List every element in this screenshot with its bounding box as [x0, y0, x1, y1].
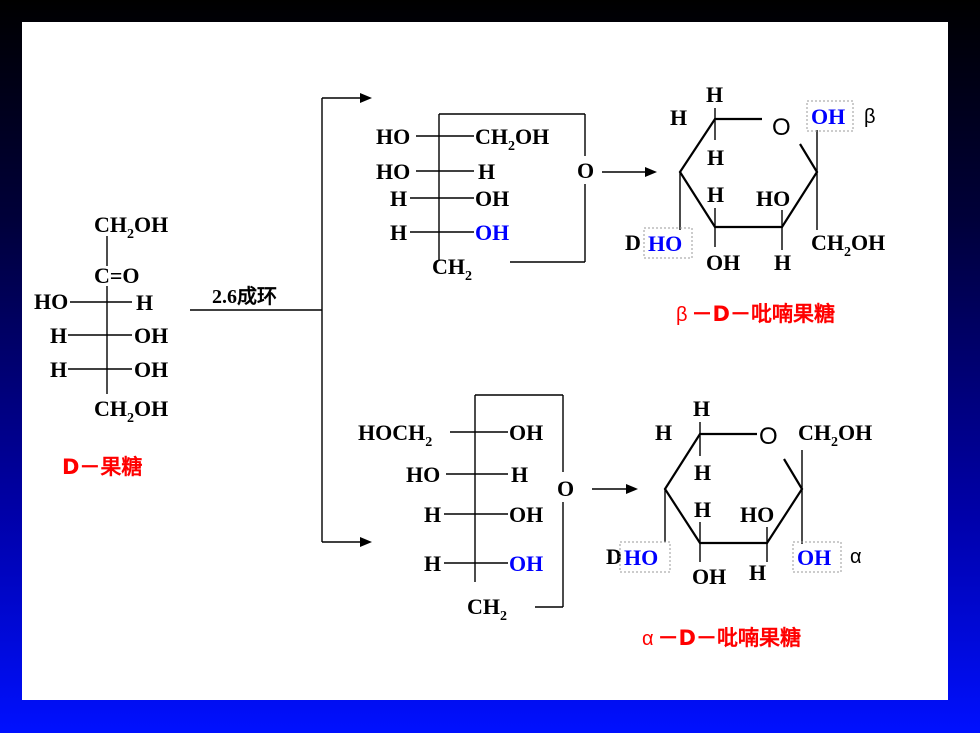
arrow-head — [645, 167, 657, 177]
alpha-h-left: H — [655, 420, 672, 445]
beta-fischer-c2-right: CH2OH — [475, 124, 549, 154]
fructose-c4-right: OH — [134, 323, 168, 348]
alpha-c3-h: H — [749, 560, 766, 585]
fructose-c5-left: H — [50, 357, 67, 382]
beta-fischer-c4-right: OH — [475, 186, 509, 211]
beta-fischer-c5-right: OH — [475, 220, 509, 245]
arrow-head — [626, 484, 638, 494]
beta-fischer-c2-left: HO — [376, 124, 410, 149]
beta-fischer-c3-right: H — [478, 159, 495, 184]
alpha-fischer-bottom: CH2 — [467, 594, 507, 624]
pyranose-ring — [678, 117, 819, 229]
beta-h-top: H — [706, 82, 723, 107]
beta-ch2oh: CH2OH — [811, 230, 885, 260]
alpha-fischer-ring-oxygen: O — [557, 476, 574, 501]
beta-ring-oxygen: O — [772, 114, 791, 141]
alpha-fischer-c3-right: H — [511, 462, 528, 487]
alpha-symbol: α — [850, 546, 862, 568]
alpha-c3-ho: HO — [740, 502, 774, 527]
alpha-caption: α－D－吡喃果糖 — [642, 626, 801, 650]
beta-d-label: D — [625, 230, 641, 255]
beta-fischer-c4-left: H — [390, 186, 407, 211]
arrow-head — [360, 93, 372, 103]
beta-h-left: H — [670, 105, 687, 130]
alpha-ring-oxygen: O — [759, 423, 778, 450]
alpha-fischer-c2-left: HOCH2 — [358, 420, 432, 450]
beta-anomeric-oh: OH — [811, 104, 845, 129]
beta-c5-ho: HO — [648, 231, 682, 256]
fructose-c3-right: H — [136, 290, 153, 315]
pyranose-ring — [663, 432, 804, 545]
arrow-head — [360, 537, 372, 547]
alpha-fischer-c4-left: H — [424, 502, 441, 527]
beta-c4-h: H — [707, 182, 724, 207]
d-fructose-fischer: CH2OH C=O HO H H OH H OH CH2OH D－果糖 — [34, 212, 168, 479]
alpha-c5-ho: HO — [624, 545, 658, 570]
beta-fischer-ring-oxygen: O — [577, 158, 594, 183]
alpha-c5-highlight — [619, 541, 671, 573]
beta-fischer-bottom: CH2 — [432, 254, 472, 284]
alpha-anomeric-oh: OH — [797, 545, 831, 570]
beta-c5-highlight — [643, 227, 693, 259]
slide-canvas: CH2OH C=O HO H H OH H OH CH2OH D－果糖 2.6成… — [22, 22, 948, 700]
alpha-fischer-projection: HOCH2 OH HO H H OH H OH CH2 O — [358, 394, 638, 624]
beta-haworth-ring: O H H H OH β D HO H OH HO H CH2OH β－D－吡喃… — [625, 82, 885, 326]
fructose-carbonyl: C=O — [94, 263, 140, 288]
alpha-haworth-ring: O H H H CH2OH D HO H OH HO H OH α α－D－吡喃… — [606, 396, 872, 650]
beta-c4-oh: OH — [706, 250, 740, 275]
fructose-c3-left: HO — [34, 289, 68, 314]
alpha-fischer-c4-right: OH — [509, 502, 543, 527]
beta-fischer-c5-left: H — [390, 220, 407, 245]
reaction-diagram: CH2OH C=O HO H H OH H OH CH2OH D－果糖 2.6成… — [34, 82, 885, 650]
alpha-fischer-c5-left: H — [424, 551, 441, 576]
beta-fischer-projection: HO CH2OH HO H H OH H OH CH2 O — [376, 113, 657, 284]
reaction-arrows: 2.6成环 — [190, 93, 372, 547]
alpha-h-top: H — [693, 396, 710, 421]
alpha-fischer-c3-left: HO — [406, 462, 440, 487]
alpha-c4-h: H — [694, 497, 711, 522]
beta-caption: β－D－吡喃果糖 — [676, 302, 835, 326]
alpha-h-inner: H — [694, 460, 711, 485]
beta-fischer-c3-left: HO — [376, 159, 410, 184]
reaction-label: 2.6成环 — [212, 284, 277, 308]
fructose-top-group: CH2OH — [94, 212, 168, 242]
beta-anomeric-highlight — [806, 100, 854, 132]
fructose-bottom-group: CH2OH — [94, 396, 168, 426]
beta-c3-h: H — [774, 250, 791, 275]
alpha-anomeric-highlight — [792, 541, 842, 573]
alpha-fischer-c2-right: OH — [509, 420, 543, 445]
fructose-c4-left: H — [50, 323, 67, 348]
beta-h-inner: H — [707, 145, 724, 170]
alpha-c4-oh: OH — [692, 564, 726, 589]
fructose-c5-right: OH — [134, 357, 168, 382]
alpha-ch2oh: CH2OH — [798, 420, 872, 450]
beta-c3-ho: HO — [756, 186, 790, 211]
alpha-d-label: D — [606, 544, 622, 569]
fructose-caption: D－果糖 — [62, 455, 142, 479]
alpha-fischer-c5-right: OH — [509, 551, 543, 576]
beta-symbol: β — [864, 106, 876, 128]
